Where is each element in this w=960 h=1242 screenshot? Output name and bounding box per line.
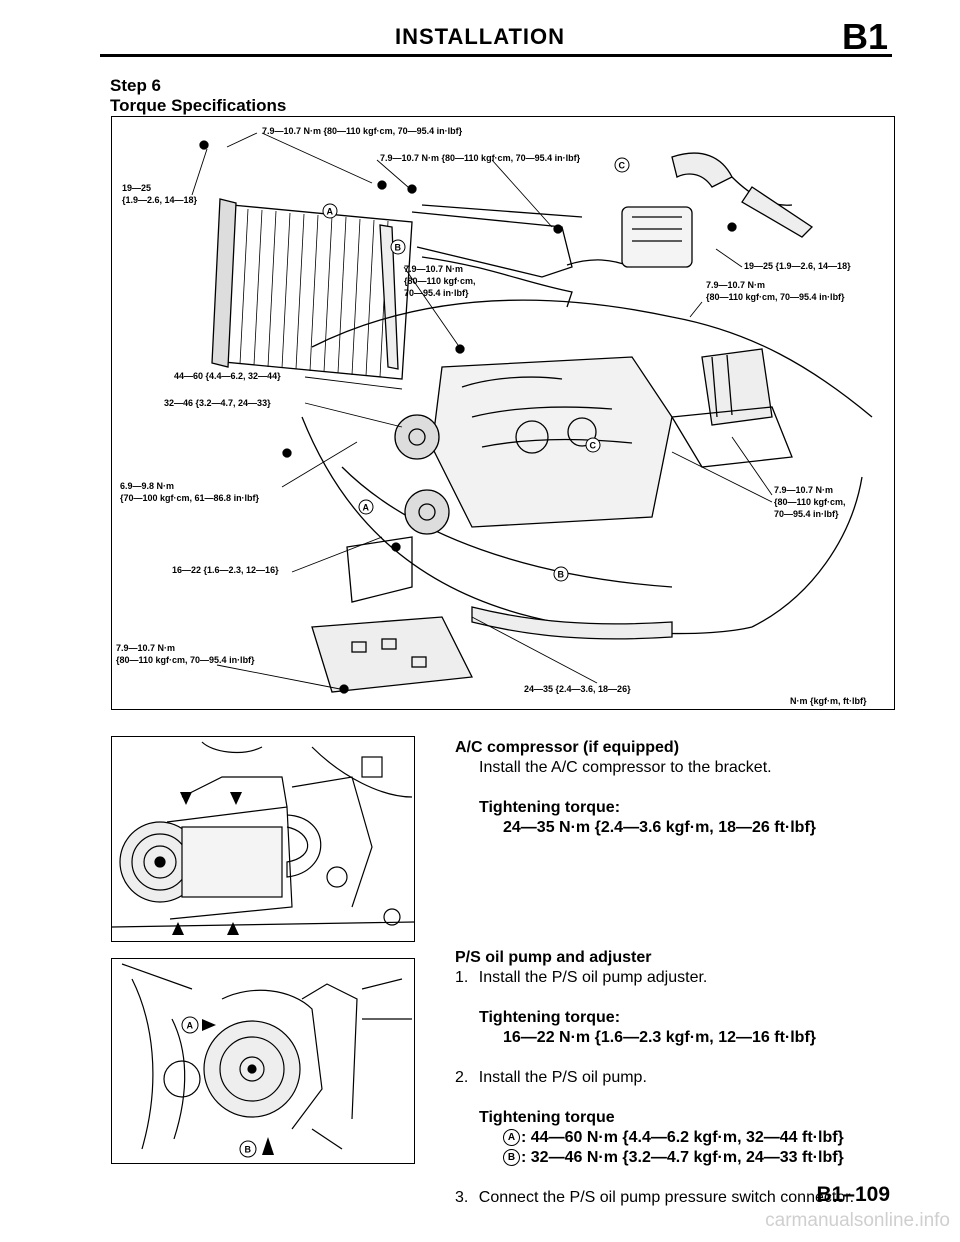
torque-label: 24—35 {2.4—3.6, 18—26} [524, 684, 631, 694]
torque-label: 7.9—10.7 N·m [774, 485, 833, 495]
ps-step-2-torque-b-value: : 32—46 N·m {3.2—4.7 kgf·m, 24—33 ft·lbf… [521, 1149, 844, 1166]
ps-pump-drawing: A B [121, 963, 412, 1158]
ps-section: P/S oil pump and adjuster 1. Install the… [455, 948, 905, 1208]
torque-label: 7.9—10.7 N·m {80—110 kgf·cm, 70—95.4 in·… [380, 153, 581, 163]
ps-step-1-text: Install the P/S oil pump adjuster. [478, 969, 708, 986]
ps-step-2-text: Install the P/S oil pump. [478, 1069, 647, 1086]
watermark: carmanualsonline.info [765, 1210, 950, 1231]
illustration-linework [199, 140, 873, 694]
torque-label: 70—95.4 in·lbf} [774, 509, 839, 519]
ps-step-1: 1. Install the P/S oil pump adjuster. [455, 968, 905, 988]
callout-b: B [390, 239, 406, 255]
ac-compressor-illustration [111, 736, 415, 942]
callout-b-label: B [395, 243, 402, 253]
ac-torque-value: 24—35 N·m {2.4—3.6 kgf·m, 18—26 ft·lbf} [503, 819, 816, 836]
engine-bay-illustration: A B C A B C 7.9—10.7 N·m {80—110 kgf·cm,… [116, 126, 873, 706]
ps-step-2-torque-b: B: 32—46 N·m {3.2—4.7 kgf·m, 24—33 ft·lb… [455, 1148, 905, 1168]
units-label: N·m {kgf·m, ft·lbf} [790, 696, 867, 706]
torque-label: 19—25 [122, 183, 151, 193]
ps-step-3: 3. Connect the P/S oil pump pressure swi… [455, 1188, 905, 1208]
ps-step-1-num: 1. [455, 969, 469, 986]
callout-c-lower-label: C [590, 441, 597, 451]
ps-step-3-text: Connect the P/S oil pump pressure switch… [478, 1189, 855, 1206]
torque-label: 16—22 {1.6—2.3, 12—16} [172, 565, 279, 575]
ps-step-2-torque-label: Tightening torque [479, 1109, 615, 1126]
ac-instruction: Install the A/C compressor to the bracke… [479, 759, 772, 776]
torque-label: 32—46 {3.2—4.7, 24—33} [164, 398, 271, 408]
torque-label: 7.9—10.7 N·m [706, 280, 765, 290]
ps-step-1-torque-label: Tightening torque: [479, 1009, 621, 1026]
ac-heading: A/C compressor (if equipped) [455, 739, 680, 756]
callout-c-lower: C [585, 437, 601, 453]
callout-b-lower-label: B [558, 570, 565, 580]
ps-heading: P/S oil pump and adjuster [455, 949, 652, 966]
torque-label: 44—60 {4.4—6.2, 32—44} [174, 371, 281, 381]
torque-label: {70—100 kgf·cm, 61—86.8 in·lbf} [120, 493, 260, 503]
callout-c: C [614, 157, 630, 173]
torque-label: {80—110 kgf·cm, 70—95.4 in·lbf} [706, 292, 845, 302]
ps-oil-pump-illustration: A B [111, 958, 415, 1164]
torque-label: 7.9—10.7 N·m [116, 643, 175, 653]
step-heading: Step 6 Torque Specifications [110, 76, 286, 116]
torque-label: 7.9—10.7 N·m [404, 264, 463, 274]
torque-label: 70—95.4 in·lbf} [404, 288, 469, 298]
ps-step-2-num: 2. [455, 1069, 469, 1086]
callout-a-label: A [327, 207, 334, 217]
page-number: B1–109 [816, 1183, 890, 1206]
callout-b-lower: B [553, 566, 569, 582]
ps-step-2: 2. Install the P/S oil pump. [455, 1068, 905, 1088]
pump-callout-b: B [245, 1145, 252, 1155]
callout-a-lower: A [358, 499, 374, 515]
callout-mark-a: A [503, 1129, 520, 1147]
torque-spec-diagram: A B C A B C 7.9—10.7 N·m {80—110 kgf·cm,… [111, 116, 895, 710]
torque-labels: 7.9—10.7 N·m {80—110 kgf·cm, 70—95.4 in·… [116, 126, 867, 706]
torque-label: {1.9—2.6, 14—18} [122, 195, 198, 205]
torque-label: {80—110 kgf·cm, 70—95.4 in·lbf} [116, 655, 255, 665]
torque-label: {80—110 kgf·cm, [774, 497, 846, 507]
torque-label: 7.9—10.7 N·m {80—110 kgf·cm, 70—95.4 in·… [262, 126, 463, 136]
callout-c-label: C [619, 161, 626, 171]
torque-label: 19—25 {1.9—2.6, 14—18} [744, 261, 851, 271]
torque-label: {80—110 kgf·cm, [404, 276, 476, 286]
torque-label: 6.9—9.8 N·m [120, 481, 174, 491]
ps-step-2-torque-a: A: 44—60 N·m {4.4—6.2 kgf·m, 32—44 ft·lb… [455, 1128, 905, 1148]
callout-a: A [322, 203, 338, 219]
ps-step-1-torque-value: 16—22 N·m {1.6—2.3 kgf·m, 12—16 ft·lbf} [503, 1029, 816, 1046]
step-subtitle: Torque Specifications [110, 96, 287, 115]
pump-callout-a: A [187, 1021, 194, 1031]
ps-step-2-torque-a-value: : 44—60 N·m {4.4—6.2 kgf·m, 32—44 ft·lbf… [521, 1129, 844, 1146]
leader-lines [191, 132, 773, 690]
ac-compressor-drawing [112, 741, 414, 935]
header-rule [100, 54, 892, 57]
callout-mark-b: B [503, 1149, 520, 1167]
callout-a-lower-label: A [363, 503, 370, 513]
section-code: B1 [841, 16, 888, 57]
ac-section: A/C compressor (if equipped) Install the… [455, 738, 895, 838]
ac-torque-label: Tightening torque: [479, 799, 621, 816]
step-label: Step 6 [110, 76, 162, 95]
ps-step-3-num: 3. [455, 1189, 469, 1206]
page-title: INSTALLATION [394, 24, 566, 49]
